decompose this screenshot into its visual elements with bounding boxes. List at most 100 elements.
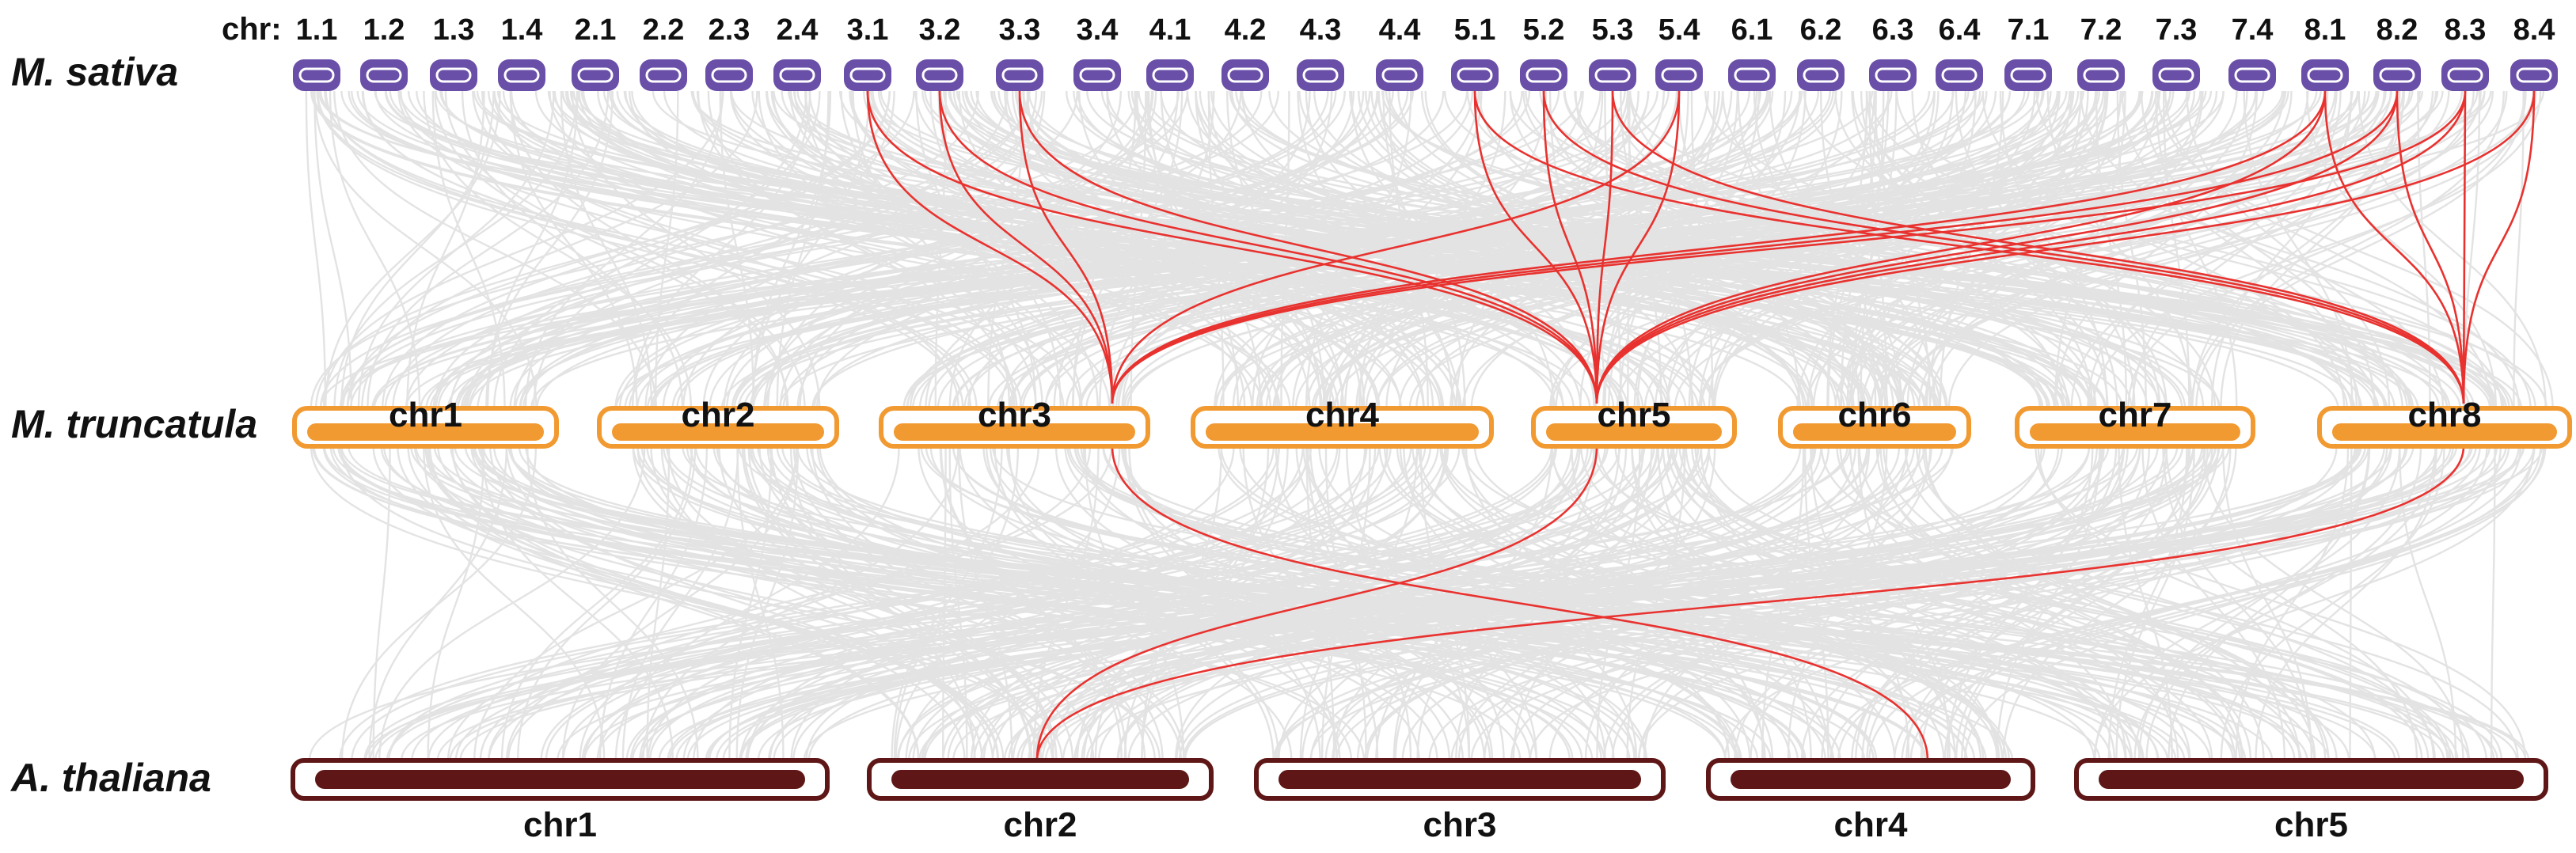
synteny-link <box>1522 90 2092 409</box>
synteny-link <box>1064 445 1791 761</box>
msativa-chromosome-core <box>849 67 886 83</box>
msativa-chromosome-label: 3.3 <box>999 13 1041 47</box>
synteny-link <box>1417 445 1896 761</box>
synteny-link <box>372 445 391 761</box>
synteny-link <box>2162 445 2313 761</box>
msativa-chromosome-label: 1.4 <box>501 13 543 47</box>
mtruncatula-chromosome-core <box>2332 423 2557 441</box>
msativa-chromosome <box>572 59 619 91</box>
synteny-link <box>728 445 773 761</box>
msativa-chromosome <box>916 59 963 91</box>
highlighted-link <box>866 90 1598 404</box>
synteny-link <box>1444 90 2408 409</box>
synteny-link <box>524 90 724 409</box>
synteny-link <box>1035 445 1700 761</box>
synteny-link <box>1946 445 2094 761</box>
msativa-chromosome-label: 3.1 <box>847 13 889 47</box>
synteny-link <box>406 90 485 409</box>
msativa-chromosome <box>2301 59 2349 91</box>
highlighted-link <box>1035 445 1598 761</box>
synteny-link <box>1470 90 2097 409</box>
synteny-link <box>1339 90 1733 409</box>
athaliana-chromosome-core <box>1731 770 2011 789</box>
mtruncatula-chromosome-core <box>2030 423 2240 441</box>
msativa-chromosome <box>705 59 753 91</box>
synteny-link <box>2155 90 2238 409</box>
synteny-link <box>392 90 979 409</box>
synteny-link <box>340 445 1063 761</box>
synteny-link <box>505 445 1092 761</box>
synteny-link <box>1313 90 2380 409</box>
synteny-link <box>1392 445 1553 761</box>
highlighted-link <box>938 90 1598 404</box>
synteny-link <box>902 90 2144 409</box>
synteny-link <box>433 90 1029 409</box>
msativa-chromosome-label: 1.1 <box>296 13 338 47</box>
mtruncatula-chromosome-label: chr7 <box>2099 396 2172 434</box>
synteny-link <box>509 90 788 409</box>
synteny-link <box>405 90 1189 409</box>
synteny-link <box>536 90 1931 409</box>
synteny-link <box>769 445 1597 761</box>
msativa-chromosome <box>640 59 687 91</box>
msativa-chromosome-core <box>2158 67 2194 83</box>
msativa-chromosome <box>430 59 477 91</box>
synteny-link <box>1218 445 2008 761</box>
athaliana-chromosome-label: chr1 <box>523 806 597 844</box>
synteny-link <box>388 445 1427 761</box>
msativa-chromosome <box>773 59 821 91</box>
synteny-link <box>576 90 2419 409</box>
highlighted-link <box>1018 90 1114 404</box>
msativa-chromosome-core <box>1001 67 1038 83</box>
synteny-link <box>616 90 2044 409</box>
synteny-link <box>1849 445 2127 761</box>
msativa-chromosome <box>1376 59 1423 91</box>
synteny-link <box>730 90 2376 409</box>
synteny-link <box>1981 90 2346 409</box>
synteny-link <box>2358 90 2547 409</box>
synteny-link <box>1127 90 2370 409</box>
mtruncatula-chromosome-core <box>307 423 544 441</box>
synteny-link <box>437 90 1658 409</box>
synteny-link <box>1868 445 2522 761</box>
synteny-link <box>1685 445 2191 761</box>
synteny-link <box>1229 90 2497 409</box>
synteny-link <box>697 90 1037 409</box>
synteny-link <box>581 445 1556 761</box>
athaliana-chromosome-core <box>315 770 805 789</box>
msativa-chromosome <box>1936 59 1983 91</box>
species-label-athaliana: A. thaliana <box>9 756 211 800</box>
msativa-chromosome-core <box>1381 67 1418 83</box>
msativa-chromosome-core <box>435 67 472 83</box>
athaliana-chromosome-label: chr3 <box>1423 806 1497 844</box>
msativa-chromosome <box>996 59 1043 91</box>
synteny-link <box>660 445 976 761</box>
synteny-link <box>1900 90 2508 409</box>
msativa-chromosome-label: 7.2 <box>2080 13 2122 47</box>
synteny-link <box>1439 445 1982 761</box>
synteny-link <box>1076 445 2459 761</box>
msativa-chromosome-core <box>1875 67 1911 83</box>
synteny-link <box>906 90 2012 409</box>
highlighted-links <box>866 90 2536 761</box>
synteny-link <box>449 445 2458 761</box>
highlighted-link <box>1111 90 2327 404</box>
msativa-chromosome-core <box>2447 67 2483 83</box>
msativa-chromosome-label: 2.3 <box>709 13 750 47</box>
synteny-link <box>2115 445 2195 761</box>
synteny-link <box>1848 90 2089 409</box>
synteny-link <box>686 445 2415 761</box>
highlighted-link <box>1595 90 1681 404</box>
synteny-link <box>509 90 1329 409</box>
synteny-link <box>736 445 785 761</box>
highlighted-link <box>1111 90 2399 404</box>
athaliana-chromosome-core <box>891 770 1189 789</box>
synteny-link <box>1117 445 1901 761</box>
synteny-link <box>2255 445 2437 761</box>
synteny-link <box>811 445 1164 761</box>
msativa-chromosome-core <box>2234 67 2270 83</box>
synteny-link <box>778 90 2545 409</box>
msativa-chromosome-core <box>1734 67 1770 83</box>
synteny-link <box>423 90 693 409</box>
synteny-link <box>427 445 485 761</box>
